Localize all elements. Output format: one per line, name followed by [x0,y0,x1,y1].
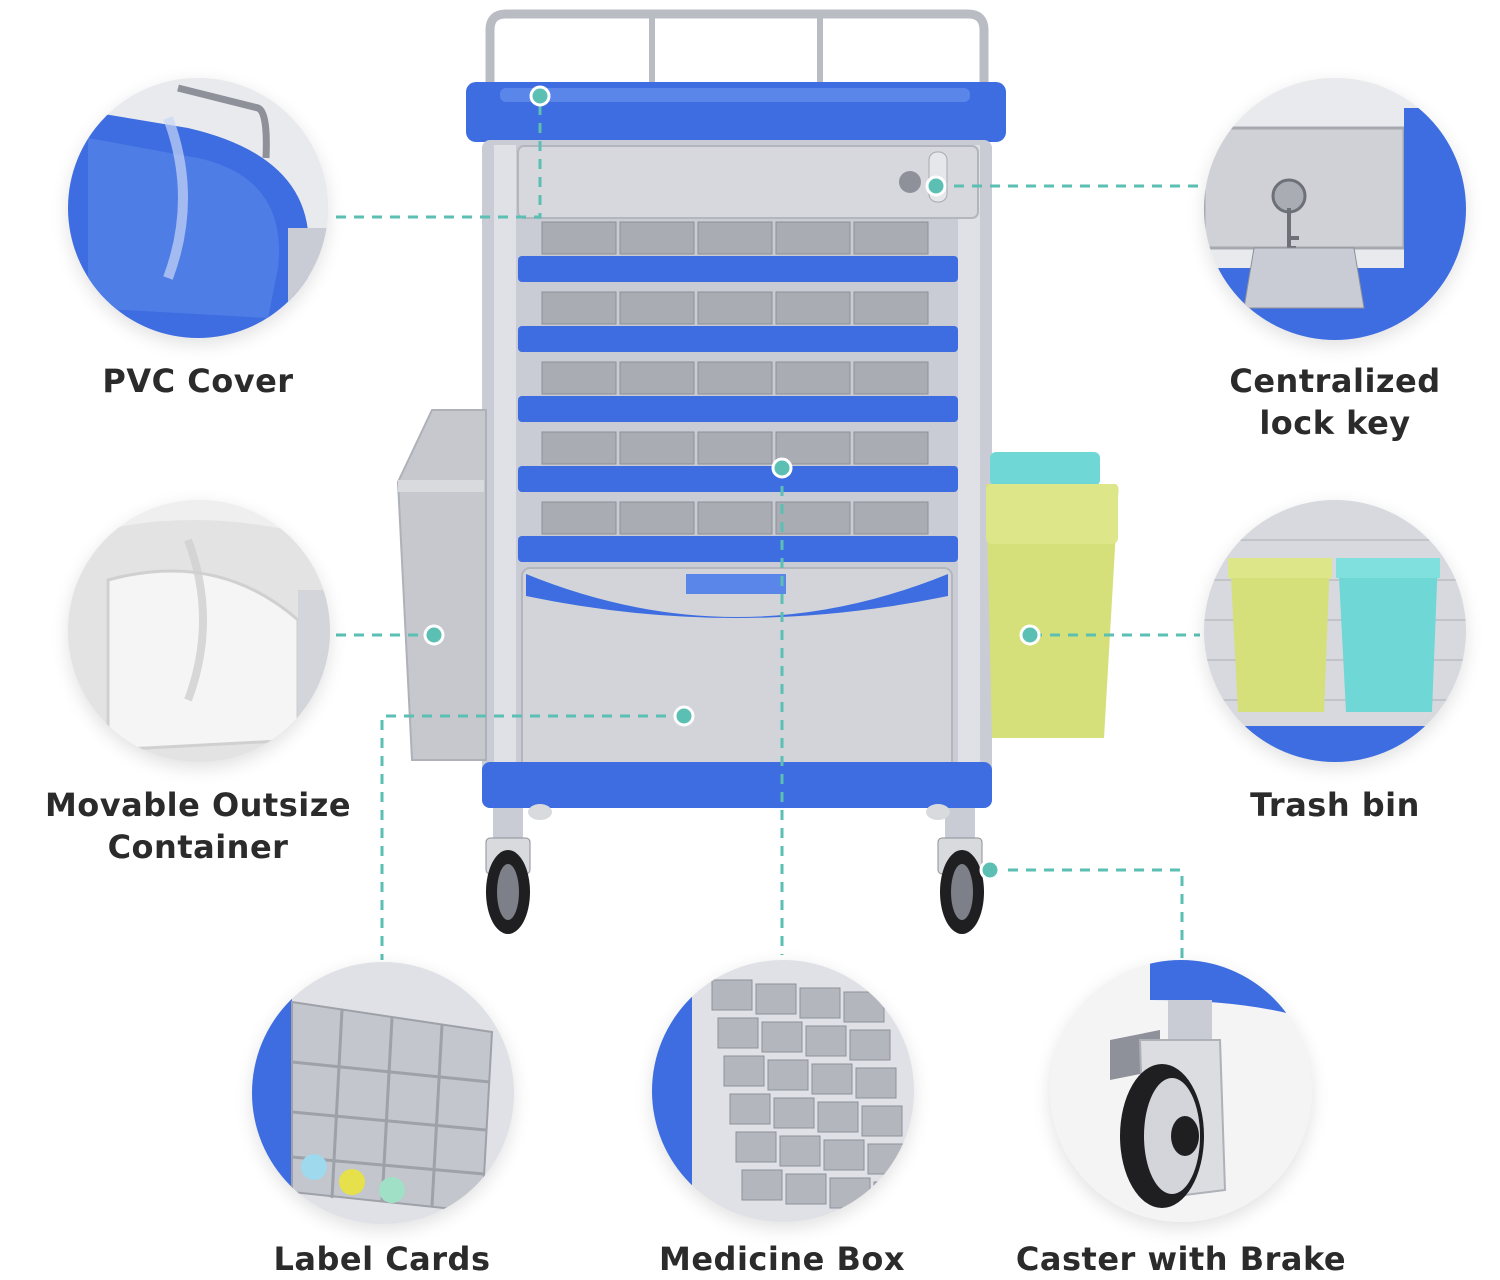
drawer-front [518,396,958,422]
outsize-container-label: Movable Outsize Container [44,786,352,866]
medicine-bin [717,1017,759,1049]
lock-drawer [517,145,979,219]
yellow-bin-icon [1230,558,1330,712]
medicine-bin [541,291,617,325]
cyan-bin-icon [1338,558,1438,712]
lock-key-icon [1271,178,1307,214]
lock-icon [899,171,921,193]
medicine-bin [811,1063,853,1095]
label-cards-closeup [252,962,514,1224]
medicine-bin [853,361,929,395]
medicine-bin [779,1135,821,1167]
medicine-drawers [518,221,958,562]
medicine-bin [805,1025,847,1057]
medicine-bin [619,221,695,255]
medicine-bin [775,431,851,465]
medicine-bin [697,221,773,255]
medicine-bin [817,1101,859,1133]
trash-bin-cyan [990,452,1100,486]
medicine-bin [853,291,929,325]
container-closeup [68,500,330,762]
lock-key-closeup [1204,78,1466,340]
drawer-front [518,326,958,352]
caster-wheels [485,804,984,934]
medicine-box-label: Medicine Box [659,1240,905,1278]
medicine-bin [775,361,851,395]
medicine-box-closeup [652,960,914,1222]
medicine-bin [775,221,851,255]
medicine-bin [853,431,929,465]
medicine-bin [619,501,695,535]
cart-handle [485,9,989,90]
pvc-cover-label: PVC Cover [102,362,294,400]
side-container [396,409,487,761]
medicine-bin [861,1105,903,1137]
medicine-bin [735,1131,777,1163]
medicine-bin [723,1055,765,1087]
trash-bin-closeup [1204,500,1466,762]
pvc-cover-closeup [68,78,328,338]
medicine-bin [775,291,851,325]
caster-label: Caster with Brake [1015,1240,1347,1278]
medicine-bin [541,501,617,535]
medicine-bin [761,1021,803,1053]
medicine-bin [849,1029,891,1061]
medicine-bin [853,221,929,255]
medicine-bin [799,987,841,1019]
medicine-bin [773,1097,815,1129]
drawer-front [518,536,958,562]
medicine-bin [541,221,617,255]
leader-lines [336,96,1200,960]
medicine-bin [619,291,695,325]
medicine-bin [775,501,851,535]
medicine-bin [541,431,617,465]
medicine-bin [697,361,773,395]
cart-base [482,762,992,808]
medicine-bin [697,431,773,465]
medicine-bin [541,361,617,395]
medicine-bin [767,1059,809,1091]
medicine-bin [855,1067,897,1099]
medicine-bin [853,501,929,535]
medicine-bin [619,361,695,395]
trash-bin-label: Trash bin [1250,786,1420,824]
medicine-bin [755,983,797,1015]
label-cards-label: Label Cards [273,1240,491,1278]
trash-bin-yellow [986,484,1119,738]
medicine-bin [785,1173,827,1205]
drawer-front [518,466,958,492]
medicine-bin [823,1139,865,1171]
medicine-bin [697,291,773,325]
medicine-bin [619,431,695,465]
lock-key-label: Centralized lock key [1229,362,1441,442]
medicine-bin [711,979,753,1011]
medicine-bin [729,1093,771,1125]
drawer-front [518,256,958,282]
leader-dots [423,85,1041,881]
medicine-bin [741,1169,783,1201]
medicine-bin [697,501,773,535]
caster-closeup [1050,960,1312,1222]
